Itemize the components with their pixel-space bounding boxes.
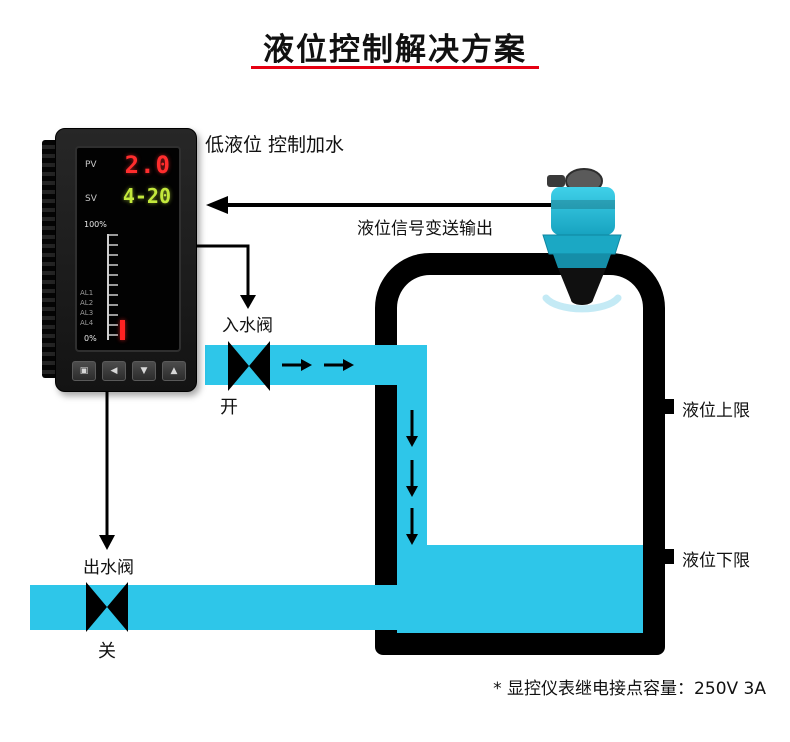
sensor-housing (551, 187, 615, 235)
meter-to-outlet-arrow (99, 390, 115, 550)
meter-to-inlet-arrow (195, 244, 256, 309)
alarm-label-3: AL3 (80, 309, 94, 317)
meter-shift-button: ◀ (102, 361, 126, 381)
low-level-note: 低液位 控制加水 (205, 134, 345, 156)
outlet-pipe (30, 585, 397, 630)
level-bargraph (107, 234, 118, 340)
sensor-top-cap-icon (565, 168, 603, 194)
inlet-pipe-horizontal (205, 345, 427, 385)
sensor-mounting-nut (542, 234, 622, 255)
meter-up-button: ▲ (162, 361, 186, 381)
sv-label: SV (85, 194, 97, 204)
meter-down-button: ▼ (132, 361, 156, 381)
alarm-labels: AL1 AL2 AL3 AL4 (80, 288, 93, 328)
meter-display: PV 2.0 SV 4-20 100% 0% AL1 AL2 AL3 AL4 (75, 146, 181, 352)
inlet-valve-label: 入水阀 (222, 316, 273, 336)
alarm-label-4: AL4 (80, 319, 94, 327)
level-controller-meter: PV 2.0 SV 4-20 100% 0% AL1 AL2 AL3 AL4 ▣… (42, 128, 197, 392)
sensor-cable-gland-icon (547, 175, 565, 187)
relay-capacity-footnote: * 显控仪表继电接点容量：250V 3A (493, 679, 766, 699)
meter-button-row: ▣ ◀ ▼ ▲ (72, 361, 186, 381)
tank-liquid (397, 545, 643, 633)
upper-limit-label: 液位上限 (682, 401, 750, 421)
signal-output-label: 液位信号变送输出 (357, 219, 493, 239)
signal-arrow (206, 196, 558, 214)
meter-body: PV 2.0 SV 4-20 100% 0% AL1 AL2 AL3 AL4 ▣… (55, 128, 197, 392)
bargraph-red-indicator (120, 320, 125, 340)
page-title: 液位控制解决方案 (263, 32, 527, 68)
pv-value: 2.0 (124, 151, 171, 179)
outlet-valve-label: 出水阀 (83, 558, 134, 578)
scale-bottom-label: 0% (84, 334, 97, 343)
sensor-housing-band (551, 200, 615, 209)
alarm-label-2: AL2 (80, 299, 94, 307)
title-underline (251, 66, 539, 69)
pv-label: PV (85, 160, 97, 170)
sv-value: 4-20 (122, 184, 171, 208)
outlet-valve-state: 关 (98, 641, 116, 662)
scale-top-label: 100% (84, 220, 107, 229)
meter-set-button: ▣ (72, 361, 96, 381)
inlet-valve-state: 开 (220, 397, 238, 418)
lower-limit-label: 液位下限 (682, 551, 750, 571)
alarm-label-1: AL1 (80, 289, 94, 297)
inlet-pipe-vertical (397, 385, 427, 550)
